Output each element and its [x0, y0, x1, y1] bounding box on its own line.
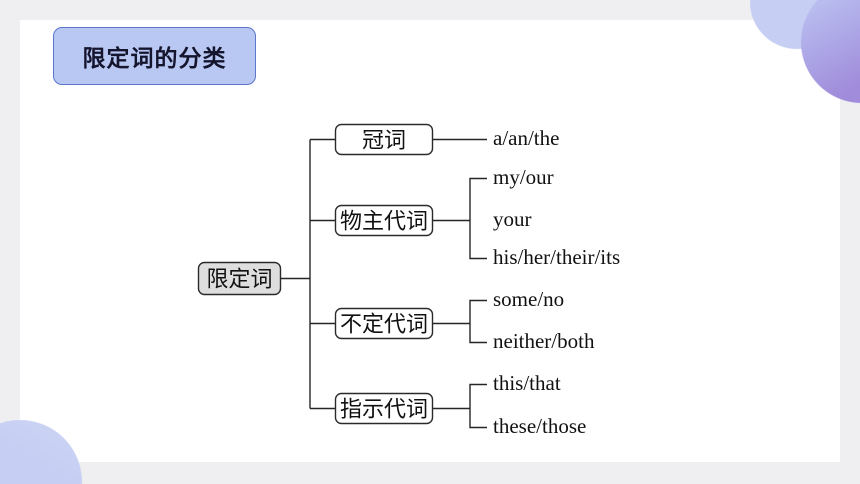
leaf-item: these/those — [493, 414, 586, 438]
decorative-circle-top-right-purple — [800, 0, 860, 104]
branch-node-label: 指示代词 — [340, 397, 428, 422]
root-node: 限定词 — [197, 261, 282, 296]
leaf-items: a/an/the my/our your his/her/their/its s… — [493, 126, 620, 438]
root-node-label: 限定词 — [206, 267, 272, 292]
leaf-item: my/our — [493, 165, 554, 189]
bracket-branch-4 — [469, 383, 487, 429]
leaf-item: his/her/their/its — [493, 245, 620, 269]
branch-node-box — [334, 307, 434, 340]
branch-node-label: 不定代词 — [340, 312, 428, 337]
section-title: 限定词的分类 — [82, 45, 227, 71]
item-connectors — [433, 138, 487, 429]
branch-node-4: 指示代词 — [334, 392, 434, 425]
branch-node-label: 物主代词 — [340, 209, 428, 234]
branch-node-2: 物主代词 — [334, 204, 434, 237]
bracket-branch-2 — [469, 177, 487, 260]
trunk-connectors — [281, 138, 335, 410]
branch-node-box — [334, 392, 434, 425]
decorative-circle-bottom-left — [0, 420, 84, 484]
leaf-item: your — [493, 207, 532, 231]
slide-panel — [20, 20, 840, 462]
branch-node-box — [334, 204, 434, 237]
branch-node-label: 冠词 — [362, 128, 406, 153]
leaf-item: some/no — [493, 287, 564, 311]
leaf-item: this/that — [493, 371, 561, 395]
section-title-box: 限定词的分类 — [53, 27, 256, 85]
leaf-item: a/an/the — [493, 126, 559, 150]
leaf-item: neither/both — [493, 329, 595, 353]
branch-node-3: 不定代词 — [334, 307, 434, 340]
branch-node-1: 冠词 — [334, 123, 434, 156]
bracket-branch-3 — [469, 299, 487, 344]
branch-node-box — [334, 123, 434, 156]
root-node-box — [197, 261, 282, 296]
